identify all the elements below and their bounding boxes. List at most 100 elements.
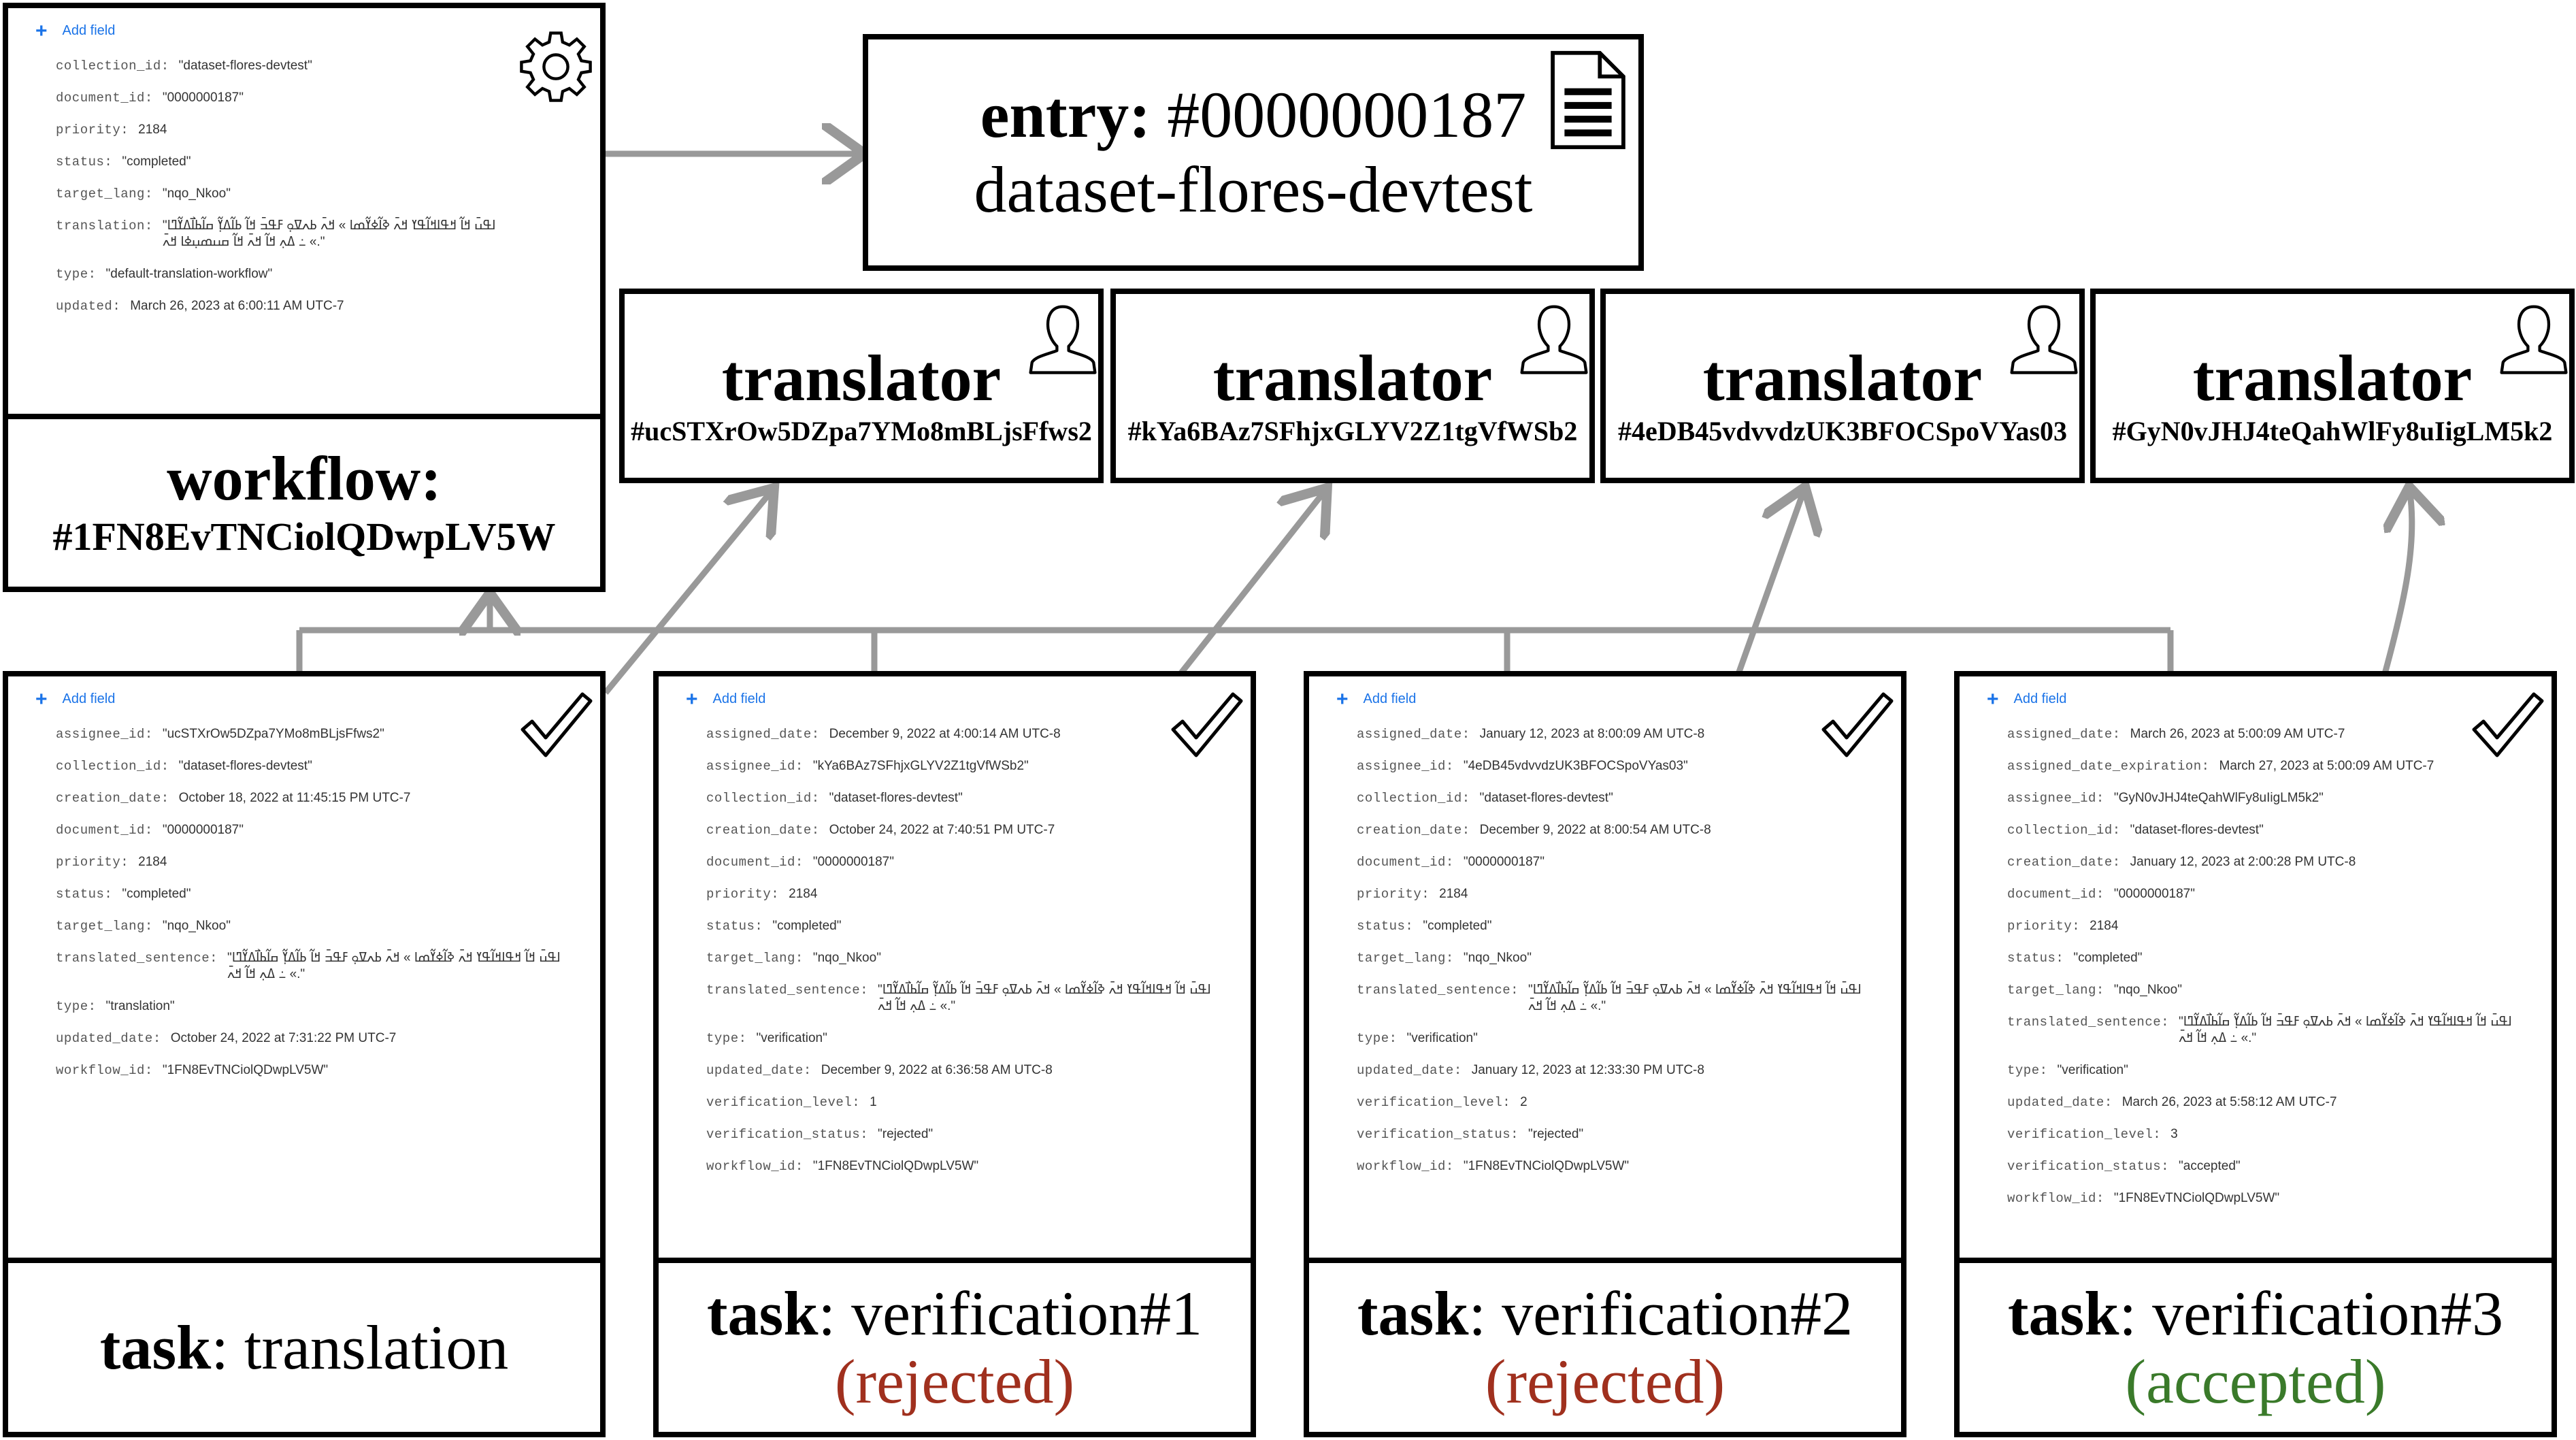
field-row: creation_date:January 12, 2023 at 2:00:2… [2007,854,2531,870]
field-value: "completed" [772,919,842,933]
translator-label: translator [1702,342,1983,414]
field-row: assigned_date:December 9, 2022 at 4:00:1… [706,726,1230,742]
field-row: type:"verification" [1357,1030,1881,1047]
plus-icon: + [686,687,698,710]
field-value: 3 [2170,1127,2178,1141]
add-field-button[interactable]: + Add field [1987,687,2531,710]
field-key: priority: [1357,887,1430,902]
field-row: status:"completed" [56,886,580,902]
task-label-box: task: verification#1(rejected) [653,1258,1256,1437]
translator-box: translator#4eDB45vdvvdzUK3BFOCSpoVYas03 [1600,289,2085,483]
field-value: 2184 [138,855,167,869]
field-row: priority:2184 [2007,918,2531,934]
workflow-label-box: workflow: #1FN8EvTNCiolQDwpLV5W [3,414,606,592]
field-key: collection_id: [1357,791,1470,806]
add-field-button[interactable]: +Add field [686,687,1230,710]
plus-icon: + [35,687,48,710]
field-row: document_id:"0000000187" [56,822,580,838]
field-key: type: [56,267,97,282]
field-value: "verification" [756,1031,827,1045]
task-type: : translation [211,1313,509,1382]
field-key: status: [2007,951,2064,966]
field-key: workflow_id: [706,1159,804,1174]
field-row: translation:"ߊߟߎ߫ ߞߊ߬ ߞߟߊߞߊ߬ߟߌ ߞߍ߫ ߢߊ߬ߦߌ… [56,218,580,250]
field-key: target_lang: [56,186,153,201]
field-row: updated_date:October 24, 2022 at 7:31:22… [56,1030,580,1047]
add-field-button[interactable]: + Add field [35,20,580,41]
field-row: status:"completed" [56,154,580,170]
field-value: "ߊߟߎ߫ ߞߊ߬ ߞߟߊߞߊ߬ߟߌ ߞߍ߫ ߢߊ߬ߦߌ߬ߘߊ » ߞߍ߫ ߕߍ… [162,218,499,249]
field-row: target_lang: "nqo_Nkoo" [1357,950,1881,966]
field-key: translated_sentence: [2007,1015,2170,1030]
field-key: verification_status: [1357,1127,1519,1142]
field-row: priority:2184 [706,886,1230,902]
field-key: document_id: [706,855,804,870]
add-field-label: Add field [2013,691,2067,706]
field-value: "1FN8EvTNCiolQDwpLV5W" [162,1063,329,1077]
task-status-note: (rejected) [1485,1347,1725,1416]
field-key: assignee_id: [1357,759,1454,774]
workflow-document-panel: + Add field collection_id:"dataset-flore… [3,3,606,419]
field-key: updated: [56,299,121,314]
field-key: type: [706,1031,747,1046]
task-label-box: task: verification#2(rejected) [1304,1258,1906,1437]
field-value: "4eDB45vdvvdzUK3BFOCSpoVYas03" [1463,759,1688,773]
task-document-panel: +Add field assigned_date:January 12, 2023… [1304,671,1906,1263]
field-row: translated_sentence:"ߊߟߎ߫ ߞߊ߬ ߞߟߊߞߊ߬ߟߌ ߞ… [1357,982,1881,1015]
field-key: creation_date: [56,791,169,806]
field-row: collection_id:"dataset-flores-devtest" [56,758,580,774]
field-key: type: [56,999,97,1014]
field-row: verification_status:"rejected" [706,1126,1230,1143]
field-row: assignee_id:"kYa6BAz7SFhjxGLYV2Z1tgVfWSb… [706,758,1230,774]
field-key: collection_id: [706,791,820,806]
field-key: assigned_date: [706,727,820,742]
field-value: October 18, 2022 at 11:45:15 PM UTC-7 [178,791,411,805]
field-key: assignee_id: [56,727,153,742]
entry-title-line: entry: #0000000187 [980,78,1527,152]
field-row: updated_date:December 9, 2022 at 6:36:58… [706,1062,1230,1079]
field-key: updated_date: [1357,1063,1462,1078]
field-row: updated_date:March 26, 2023 at 5:58:12 A… [2007,1094,2531,1111]
field-value: January 12, 2023 at 12:33:30 PM UTC-8 [1471,1063,1704,1077]
checkmark-icon [1171,692,1243,757]
field-value: December 9, 2022 at 6:36:58 AM UTC-8 [821,1063,1053,1077]
field-value: March 26, 2023 at 5:58:12 AM UTC-7 [2121,1095,2337,1109]
field-key: creation_date: [1357,823,1470,838]
field-row: updated:March 26, 2023 at 6:00:11 AM UTC… [56,298,580,314]
plus-icon: + [1987,687,1999,710]
task-field-list: assigned_date:January 12, 2023 at 8:00:0… [1357,726,1881,1175]
field-value: 2184 [2090,919,2119,933]
entry-box: entry: #0000000187 dataset-flores-devtes… [863,34,1644,271]
field-row: collection_id:"dataset-flores-devtest" [2007,822,2531,838]
field-value: "completed" [122,154,191,169]
field-row: document_id:"0000000187" [2007,886,2531,902]
field-value: 2184 [138,122,167,137]
task-document-panel: +Add field assignee_id: "ucSTXrOw5DZpa7YMo… [3,671,606,1263]
person-icon [1029,305,1097,374]
arrow-task-verification-1-to-translator-2 [1178,493,1323,676]
field-row: type:"verification" [2007,1062,2531,1079]
translator-box: translator#GyN0vJHJ4teQahWlFy8uIigLM5k2 [2090,289,2575,483]
field-value: 2 [1520,1095,1528,1109]
field-value: October 24, 2022 at 7:31:22 PM UTC-7 [170,1031,397,1045]
add-field-button[interactable]: +Add field [35,687,580,710]
field-value: "ucSTXrOw5DZpa7YMo8mBLjsFfws2" [162,727,384,741]
field-row: workflow_id:"1FN8EvTNCiolQDwpLV5W" [706,1158,1230,1175]
field-row: document_id:"0000000187" [1357,854,1881,870]
field-row: target_lang:"nqo_Nkoo" [2007,982,2531,998]
add-field-button[interactable]: +Add field [1336,689,1881,709]
field-value: 2184 [789,887,818,901]
field-value: "accepted" [2179,1159,2241,1173]
field-value: "nqo_Nkoo" [1463,951,1532,965]
field-value: "nqo_Nkoo" [2113,983,2182,997]
field-key: workflow_id: [2007,1191,2104,1206]
arrow-task-verification-3-to-translator-4 [2385,493,2412,675]
translator-id: #4eDB45vdvvdzUK3BFOCSpoVYas03 [1617,416,2068,446]
field-value: "completed" [2073,951,2143,965]
field-row: workflow_id:"1FN8EvTNCiolQDwpLV5W" [1357,1158,1881,1175]
task-status-note: (accepted) [2125,1347,2386,1416]
field-key: target_lang: [1357,951,1454,966]
gear-icon [520,31,592,102]
task-type: : verification#1 [818,1279,1203,1348]
